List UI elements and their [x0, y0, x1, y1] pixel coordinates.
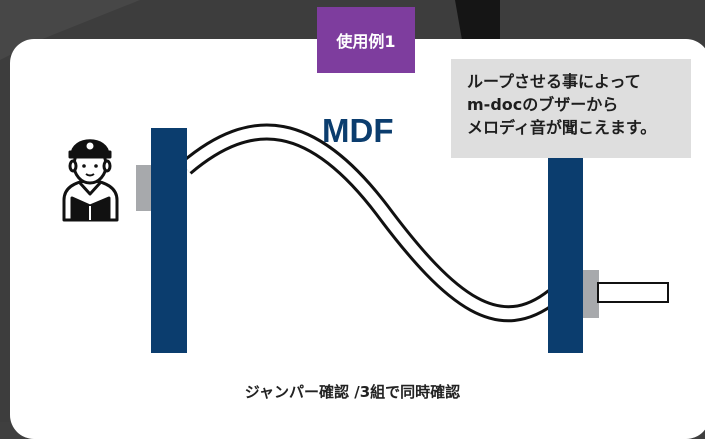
mdf-diagram — [62, 123, 669, 353]
cable-line — [180, 123, 559, 323]
technician-icon — [62, 139, 119, 222]
note-line: メロディ音が聞こえます。 — [467, 118, 657, 137]
note-line: m-docのブザーから — [467, 95, 619, 114]
caption: ジャンパー確認 /3組で同時確認 — [244, 383, 461, 401]
mdf-panel-right — [548, 128, 583, 353]
mdf-label: MDF — [322, 112, 394, 149]
example-tag: 使用例1 — [317, 7, 415, 73]
right-connector — [582, 270, 599, 318]
plug-connector — [597, 282, 669, 303]
mdf-panel-left — [151, 128, 187, 353]
left-connector — [136, 165, 152, 211]
note-box: ループさせる事によって m-docのブザーから メロディ音が聞こえます。 — [451, 59, 691, 158]
note-line: ループさせる事によって — [467, 72, 641, 91]
